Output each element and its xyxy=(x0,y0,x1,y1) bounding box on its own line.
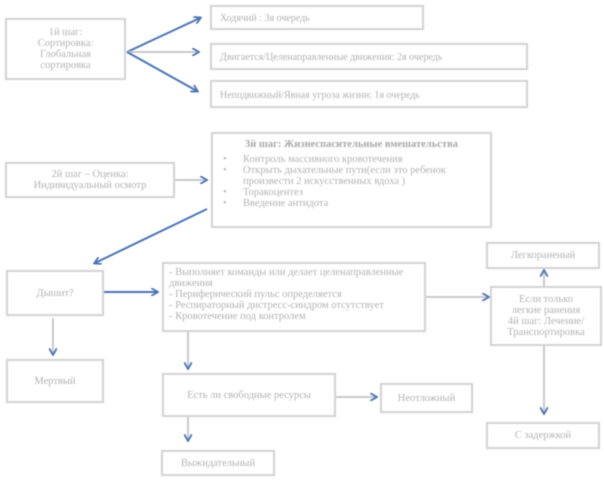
moving-box: Двигается/Целенаправленные движения: 2я … xyxy=(210,43,528,70)
step3-item: Торакоцентез xyxy=(223,187,482,198)
step2-line: 2й шаг – Оценка: xyxy=(51,169,129,180)
step1-box: 1й шаг: Сортировка: Глобальная сортировк… xyxy=(5,18,126,80)
step3-box: 3й шаг: Жизнеспасительные вмешательства … xyxy=(211,132,492,228)
arrow-step3-to-breathing xyxy=(95,208,208,263)
walking-label: Ходячий : 3я очередь xyxy=(220,13,310,24)
immobile-label: Неподвижный/Явная угроза жизни: 1я очере… xyxy=(220,90,420,101)
step3-title: 3й шаг: Жизнеспасительные вмешательства xyxy=(244,139,459,150)
step1-line: 1й шаг: xyxy=(48,27,83,38)
step4-line: Если только xyxy=(519,294,573,305)
moving-label: Двигается/Целенаправленные движения: 2я … xyxy=(220,52,443,63)
step4-box: Если только легкие ранения 4й шаг: Лечен… xyxy=(490,286,602,346)
dead-box: Мертвый xyxy=(6,359,104,403)
resources-label: Есть ли свободные ресурсы xyxy=(187,389,311,401)
step4-line: Транспортировка xyxy=(507,327,585,338)
immobile-box: Неподвижный/Явная угроза жизни: 1я очере… xyxy=(210,80,528,108)
criteria-item: - Периферический пульс определяется xyxy=(169,289,342,300)
step3-item: Открыть дыхательные пути(если это ребено… xyxy=(223,165,482,187)
step3-list: Контроль массивного кровотечения Открыть… xyxy=(221,154,482,209)
step2-box: 2й шаг – Оценка: Индивидуальный осмотр xyxy=(5,162,175,198)
criteria-item: - Кровотечение под контролем xyxy=(169,311,306,322)
resources-box: Есть ли свободные ресурсы xyxy=(162,373,336,417)
expectant-box: Выжидательный xyxy=(161,450,275,476)
minor-box: Легкораненый xyxy=(486,242,600,269)
walking-box: Ходячий : 3я очередь xyxy=(210,5,424,30)
criteria-item: - Респираторный дистресс-синдром отсутст… xyxy=(169,300,384,311)
step1-line: сортировка xyxy=(40,60,91,71)
breathing-box: Дышит? xyxy=(6,270,104,316)
step4-line: легкие ранения xyxy=(511,305,581,316)
urgent-box: Неотложный xyxy=(380,383,473,413)
arrow-step1-to-immobile xyxy=(126,51,197,91)
step3-item: Контроль массивного кровотечения xyxy=(223,154,482,165)
urgent-label: Неотложный xyxy=(397,392,456,404)
breathing-label: Дышит? xyxy=(36,287,74,299)
minor-label: Легкораненый xyxy=(510,250,576,261)
criteria-box: - Выполняет команды или делает целенапра… xyxy=(162,262,426,332)
dead-label: Мертвый xyxy=(34,375,76,387)
delayed-label: С задержкой xyxy=(514,430,572,441)
delayed-box: С задержкой xyxy=(486,422,600,449)
step3-item: Введение антидота xyxy=(223,198,482,209)
step4-line: 4й шаг: Лечение/ xyxy=(507,316,585,327)
step2-line: Индивидуальный осмотр xyxy=(33,180,147,191)
expectant-label: Выжидательный xyxy=(180,457,256,469)
criteria-item: - Выполняет команды или делает целенапра… xyxy=(169,267,404,289)
step1-line: Глобальная xyxy=(39,49,91,60)
step1-line: Сортировка: xyxy=(37,38,94,49)
arrow-step1-to-walking xyxy=(126,18,200,53)
